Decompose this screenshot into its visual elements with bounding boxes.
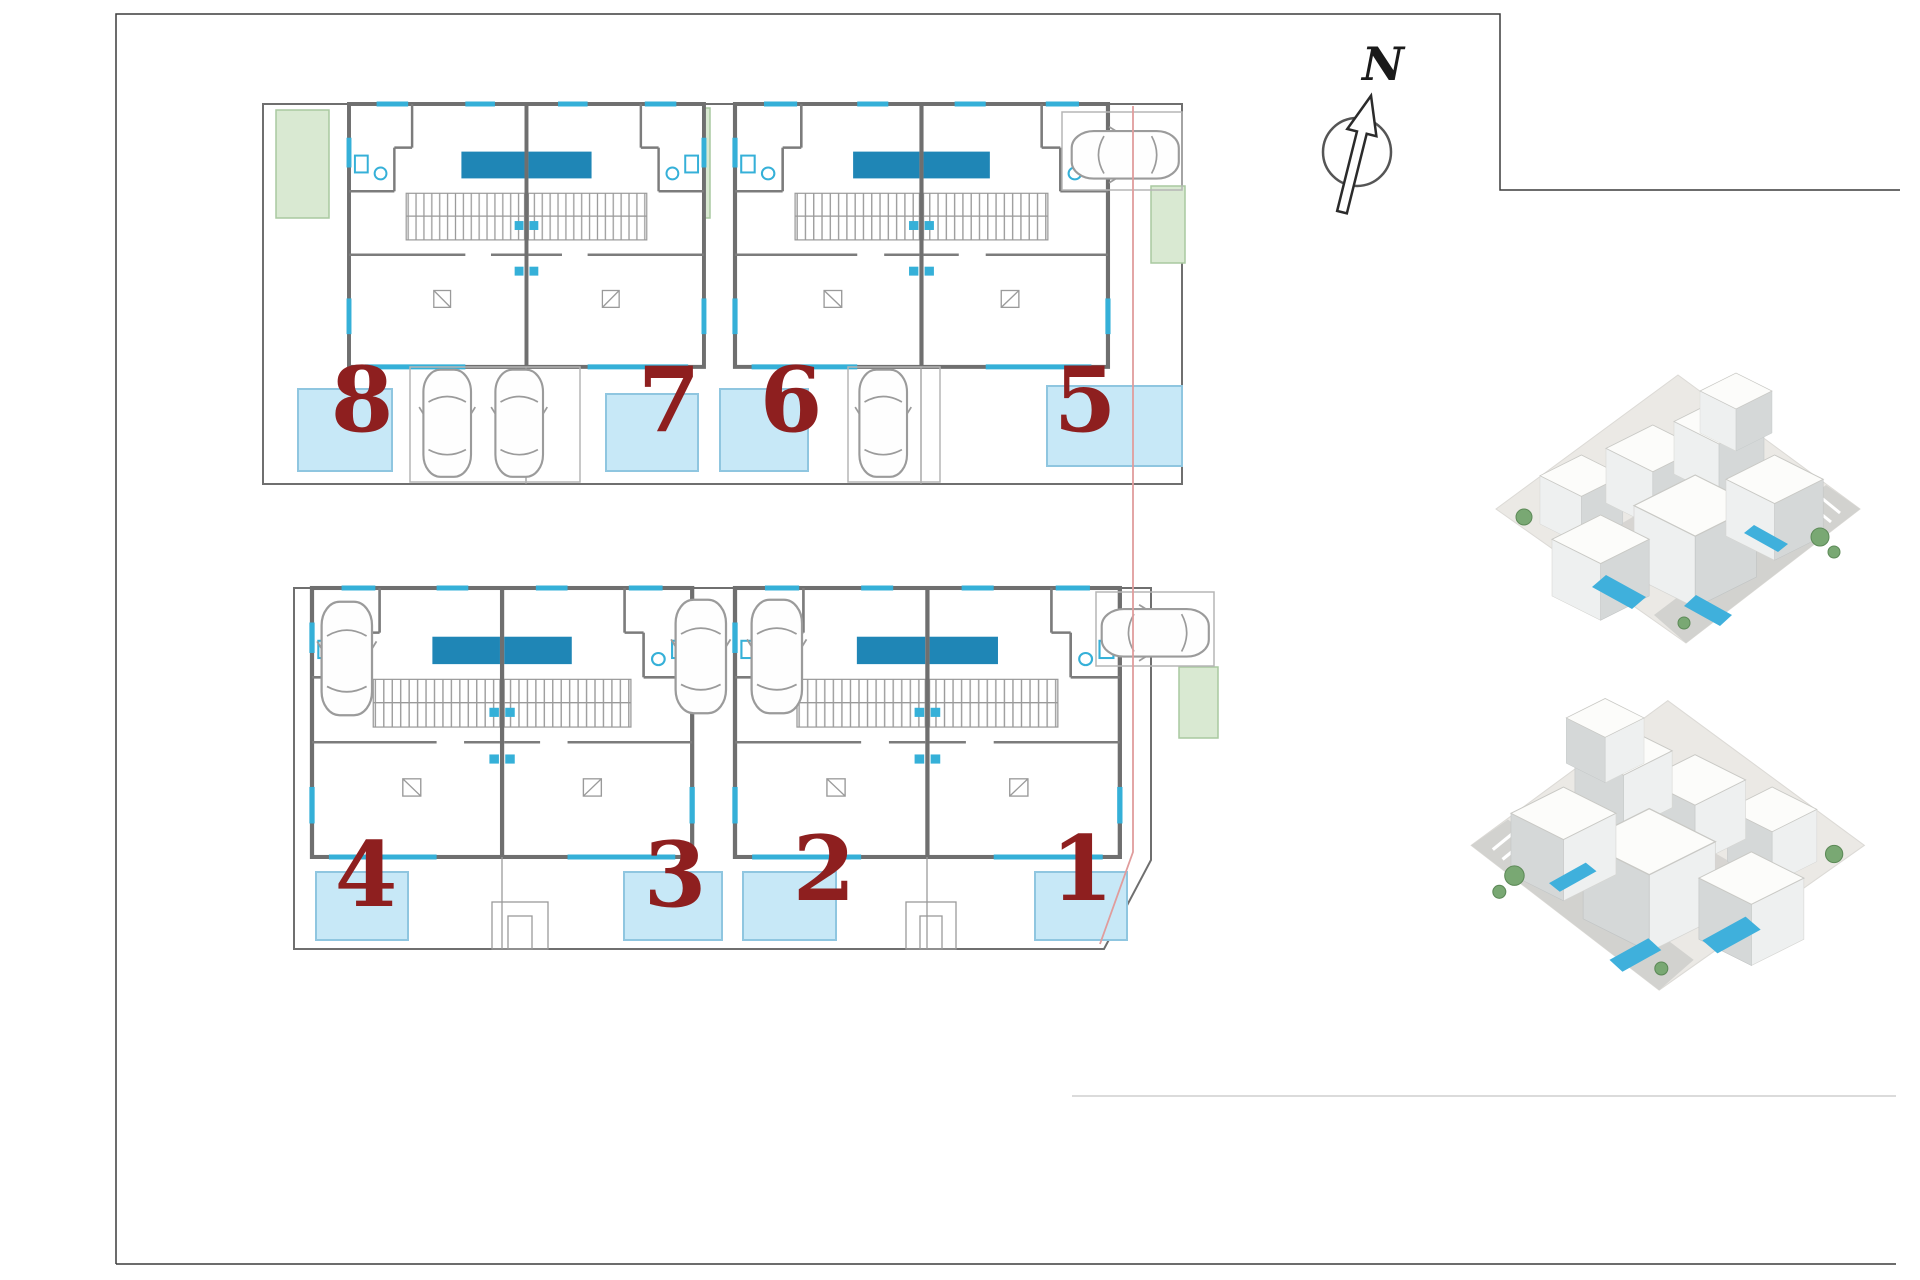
north-label: N — [1360, 37, 1406, 91]
unit-number-8: 8 — [331, 347, 394, 453]
car-icon — [1070, 125, 1180, 184]
pool-unit-1 — [1034, 871, 1128, 941]
pool-unit-4 — [315, 871, 409, 941]
green-area — [275, 109, 330, 219]
aerial-render-top — [1496, 373, 1860, 643]
unit-number-6: 6 — [760, 347, 823, 453]
unit-number-3: 3 — [644, 822, 707, 928]
north-compass: N — [1321, 37, 1406, 215]
pool-unit-7 — [605, 393, 699, 472]
car-icon — [490, 368, 549, 478]
pool-unit-3 — [623, 871, 723, 941]
green-area — [1150, 185, 1186, 264]
parking-space — [1061, 111, 1183, 191]
car-icon — [1100, 603, 1210, 662]
parking-space — [1095, 591, 1215, 667]
unit-number-7: 7 — [638, 347, 701, 453]
car-icon — [315, 600, 378, 717]
pool-unit-2 — [742, 871, 837, 941]
unit-number-5: 5 — [1054, 347, 1117, 453]
car-icon — [854, 368, 913, 478]
north-arrow-icon — [1335, 92, 1378, 215]
floor-plan: 8 7 6 5 4 3 2 1 — [262, 104, 1219, 950]
green-area — [1178, 666, 1219, 739]
pool-unit-8 — [297, 388, 393, 472]
car-icon — [418, 368, 477, 478]
unit-number-4: 4 — [335, 822, 398, 928]
entry-porch — [491, 901, 957, 950]
parking-space — [847, 366, 941, 483]
car-icon — [745, 598, 808, 715]
duplex-units-8-7 — [349, 104, 704, 367]
unit-number-1: 1 — [1051, 816, 1114, 922]
pool-unit-6 — [719, 388, 809, 472]
parking-space — [409, 366, 581, 483]
aerial-render-bottom — [1471, 698, 1864, 990]
car-icon — [669, 598, 732, 715]
plot-boundary-line — [1099, 106, 1134, 945]
duplex-units-6-5 — [735, 104, 1108, 367]
page-border — [115, 13, 1900, 1265]
pool-unit-5 — [1046, 385, 1183, 467]
unit-number-2: 2 — [793, 816, 856, 922]
